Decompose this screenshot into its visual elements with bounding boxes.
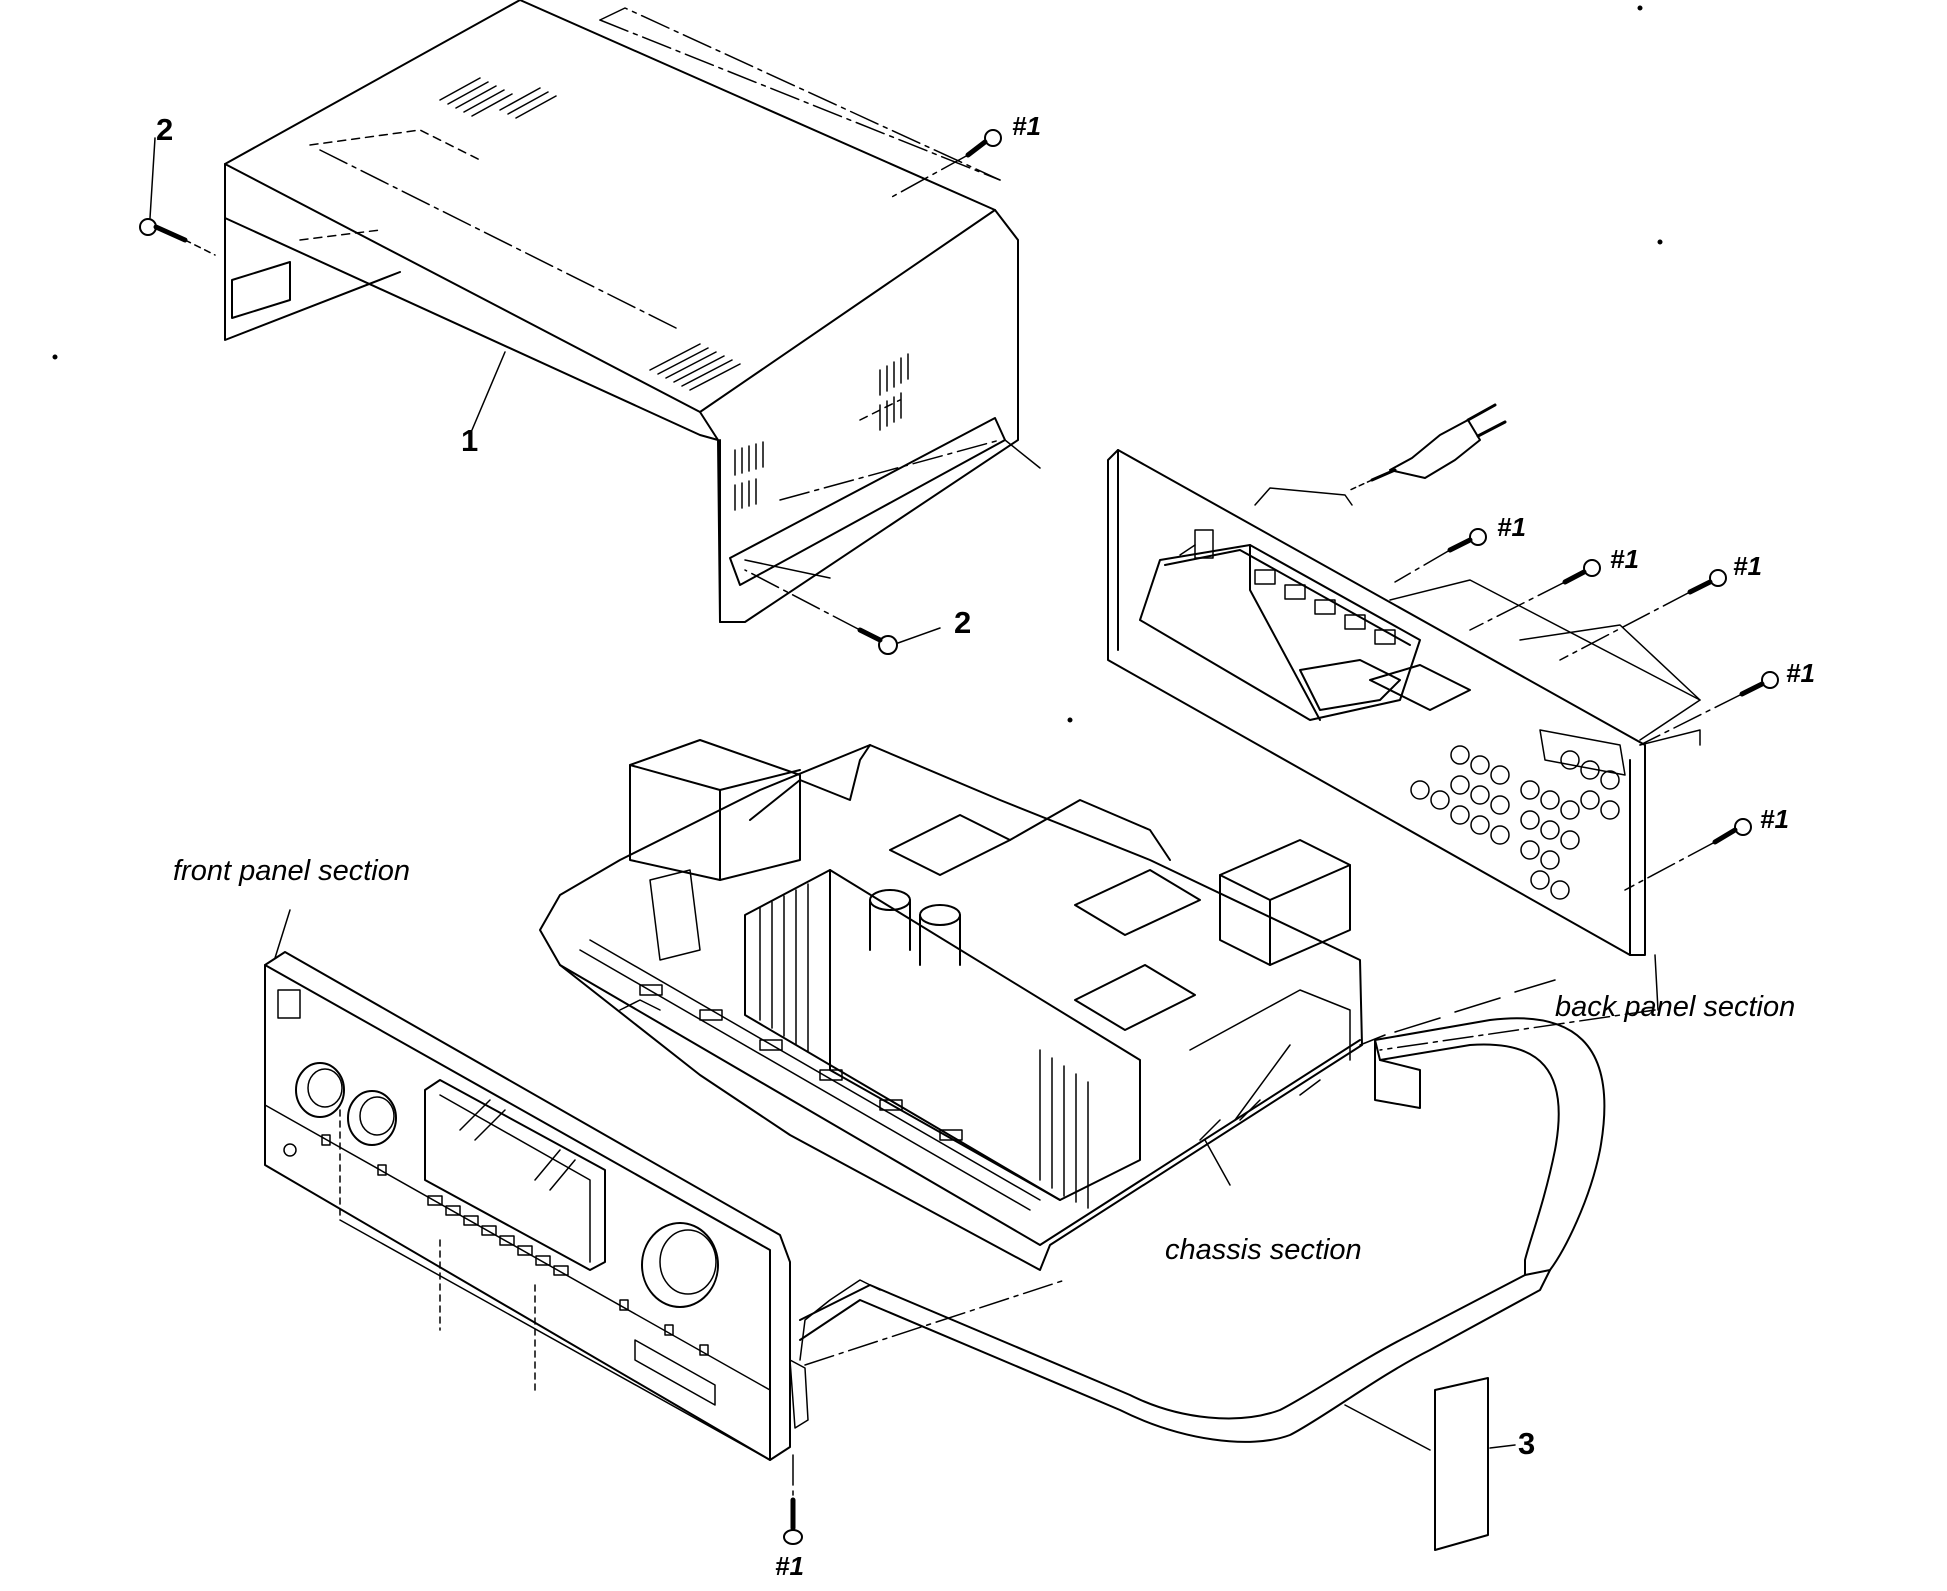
screw-icon: [139, 218, 216, 256]
screw-icon: [783, 1454, 803, 1545]
screw-ref-back-2: #1: [1610, 544, 1639, 574]
back-panel: [1107, 449, 1646, 956]
part-number-2-left: 2: [156, 112, 174, 147]
screw-icon: [1639, 671, 1779, 746]
top-vent-icon: [439, 77, 741, 391]
heatsink-fin-icon: [759, 883, 1089, 1209]
button-row-icon: [427, 1195, 569, 1276]
screw-ref-back-4: #1: [1786, 658, 1815, 688]
screw-ref-back-3: #1: [1733, 551, 1762, 581]
screw-icon: [1394, 528, 1487, 583]
jack-cluster-icon: [1410, 745, 1620, 900]
screw-ref-top: #1: [1012, 111, 1041, 141]
part-number-3: 3: [1518, 1426, 1536, 1461]
top-cover: [224, 0, 1041, 623]
side-vent-icon: [734, 353, 909, 511]
chassis: [539, 739, 1363, 1271]
part-number-2-right: 2: [954, 605, 972, 640]
screw-icon: [889, 129, 1002, 199]
knob-icon: [295, 1062, 345, 1118]
knob-icon: [641, 1222, 719, 1308]
screw-ref-back-1: #1: [1497, 512, 1526, 542]
power-plug-icon: [1349, 403, 1507, 491]
screw-icon: [1624, 818, 1752, 891]
screw-ref-back-5: #1: [1760, 804, 1789, 834]
flat-cable-icon: [799, 1017, 1606, 1551]
screw-ref-bottom: #1: [775, 1551, 804, 1581]
chassis-section-label: chassis section: [1165, 1234, 1362, 1266]
back-panel-section-label: back panel section: [1555, 991, 1796, 1023]
knob-icon: [347, 1090, 397, 1146]
screw-icon: [744, 569, 898, 655]
part-number-1: 1: [461, 423, 479, 458]
screw-icon: [1559, 569, 1727, 661]
front-panel: [264, 951, 881, 1461]
front-panel-section-label: front panel section: [173, 855, 410, 887]
screw-icon: [1469, 559, 1601, 631]
